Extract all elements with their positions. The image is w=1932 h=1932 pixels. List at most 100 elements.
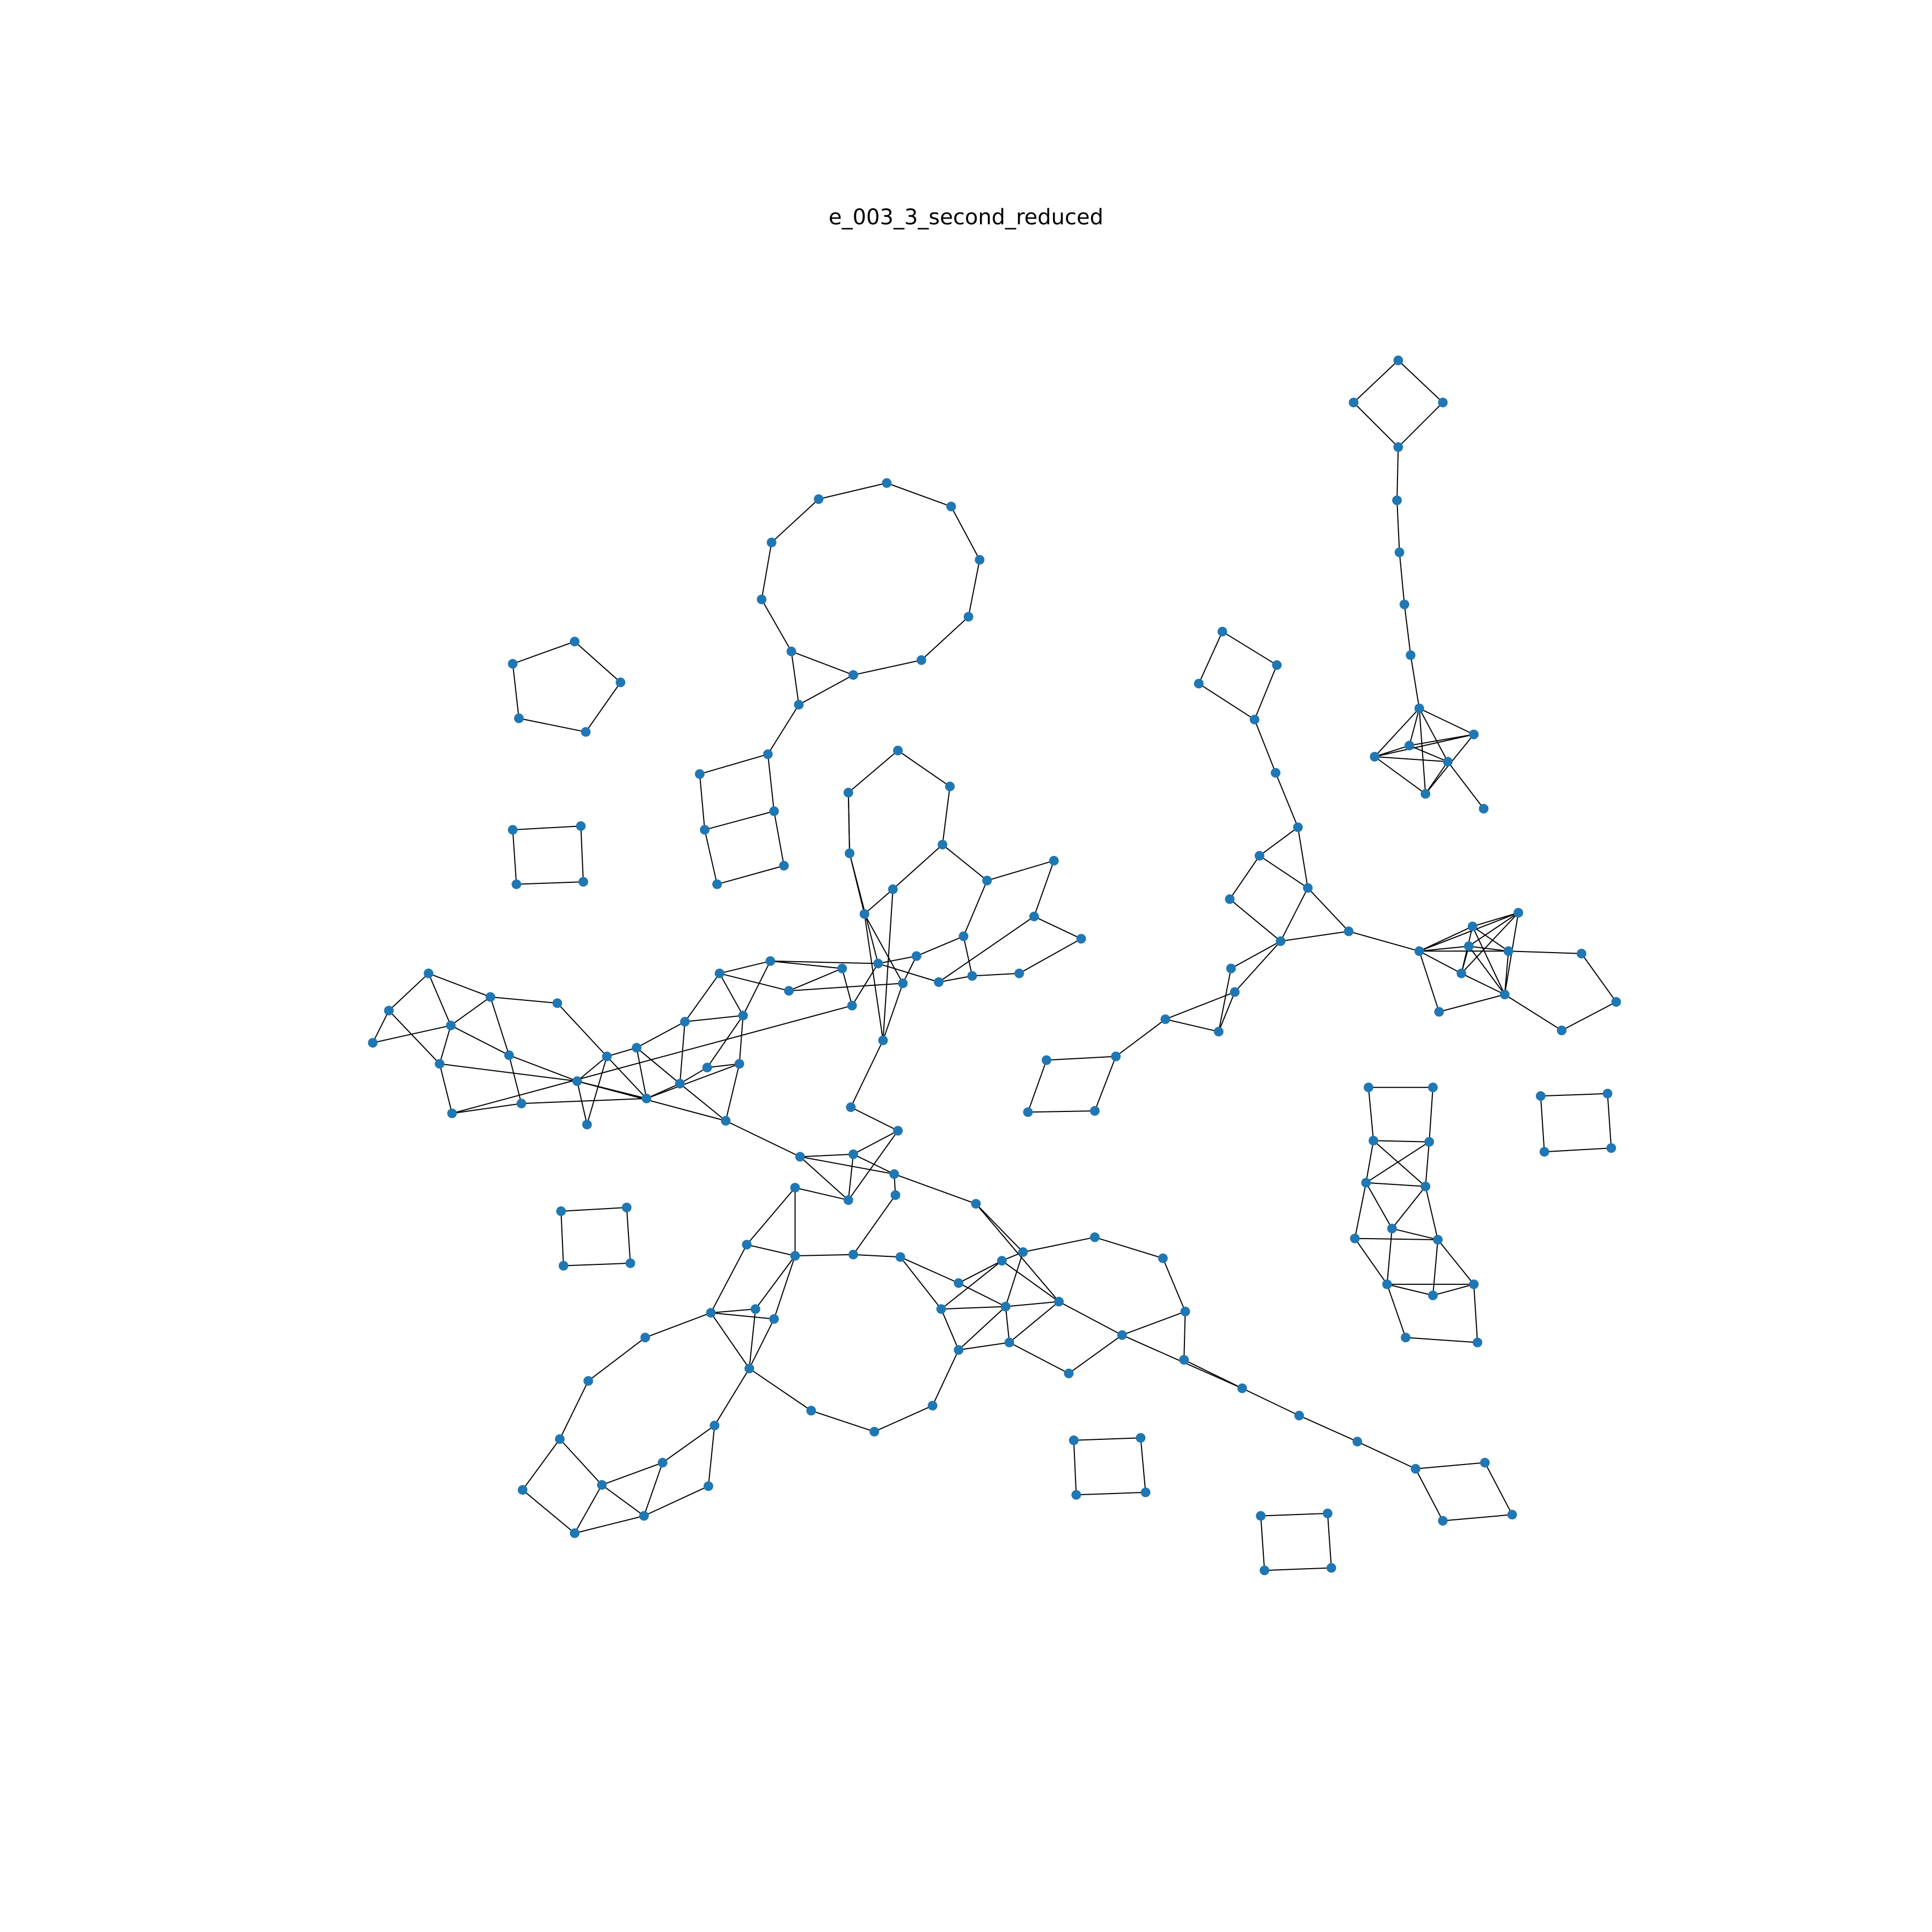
graph-node [1293,822,1303,832]
graph-edge [1419,946,1469,952]
graph-node [1368,1136,1379,1146]
graph-node [945,781,955,792]
graph-node [1611,997,1621,1007]
graph-edge [1073,1440,1077,1495]
graph-node [766,537,777,547]
graph-edge [1540,1096,1545,1152]
graph-edge [1472,912,1519,927]
graph-edge [679,1067,708,1085]
graph-edge [679,1021,686,1084]
graph-node [1428,1082,1438,1093]
graph-node [997,1256,1007,1266]
graph-node [1393,442,1403,452]
graph-node [744,1364,755,1373]
graph-edge [1387,1284,1433,1296]
graph-edge [521,1097,647,1104]
graph-edge [1468,912,1519,947]
graph-edge [1183,1311,1186,1360]
graph-node [938,839,948,850]
graph-node [936,1304,946,1314]
graph-node [639,1511,649,1521]
graph-edge [1392,1186,1426,1229]
graph-edge [755,1255,796,1309]
graph-node [1370,752,1380,762]
graph-edge [1374,745,1410,757]
graph-edge [699,774,706,830]
graph-node [946,501,956,511]
graph-node [843,1195,853,1205]
graph-edge [1468,946,1509,952]
graph-node [680,1016,690,1027]
graph-edge [710,1312,750,1369]
graph-edge [574,641,621,683]
graph-edge [767,754,775,811]
graph-edge [851,963,879,1006]
graph-edge [864,889,894,914]
graph-edge [1561,1001,1616,1031]
graph-node [869,1426,880,1437]
graph-node [578,877,588,887]
graph-edge [1386,1284,1407,1338]
graph-edge [1198,683,1255,720]
graph-edge [1432,1239,1439,1296]
graph-edge [1468,946,1505,995]
graph-node [435,1059,445,1069]
graph-edge [1540,1093,1608,1097]
graph-edge [508,1055,522,1104]
graph-edge [940,1308,960,1350]
graph-edge [704,810,774,831]
graph-edge [1396,500,1400,553]
graph-edge [916,935,964,957]
graph-node [582,1119,592,1130]
graph-edge [636,1047,680,1084]
graph-node [721,1116,731,1126]
graph-node [898,978,908,989]
graph-edge [878,955,917,964]
graph-node [769,806,779,816]
graph-edge [1058,1301,1123,1336]
graph-edge [372,1024,451,1044]
graph-edge [580,826,584,882]
graph-edge [1307,887,1349,932]
graph-edge [489,997,510,1056]
graph-edge [439,1064,453,1114]
graph-edge [1353,360,1399,403]
graph-node [916,655,926,665]
graph-edge [749,1368,812,1411]
graph-node [706,1308,716,1318]
graph-edge [1415,1462,1485,1469]
graph-node [1469,1279,1479,1290]
graph-edge [513,825,581,831]
graph-node [765,956,775,966]
graph-edge [1581,953,1617,1002]
graph-edge [1425,1141,1430,1187]
graph-edge [522,1438,560,1490]
graph-edge [853,1130,898,1155]
graph-edge [388,1010,440,1064]
graph-node [814,494,824,504]
graph-node [1230,987,1240,997]
graph-edge [1198,631,1223,684]
graph-edge [707,1063,740,1069]
graph-edge [882,889,894,1041]
graph-edge [1504,994,1562,1031]
graph-node [1438,398,1448,407]
graph-edge [450,1024,509,1056]
graph-edge [942,844,987,881]
graph-node [1602,1088,1613,1099]
graph-edge [1005,1301,1059,1307]
graph-node [1401,1333,1411,1343]
graph-edge [847,1154,854,1201]
graph-edge [561,1207,627,1212]
graph-edge [939,975,972,983]
graph-node [1507,1510,1517,1520]
graph-node [1394,547,1404,558]
graph-node [1467,921,1477,932]
graph-edge [1461,972,1505,995]
graph-node [1434,1007,1444,1017]
graph-edge [958,1282,1006,1307]
graph-node [616,677,626,687]
graph-node [1479,803,1489,814]
graph-edge [963,880,988,936]
graph-node [569,1528,580,1538]
